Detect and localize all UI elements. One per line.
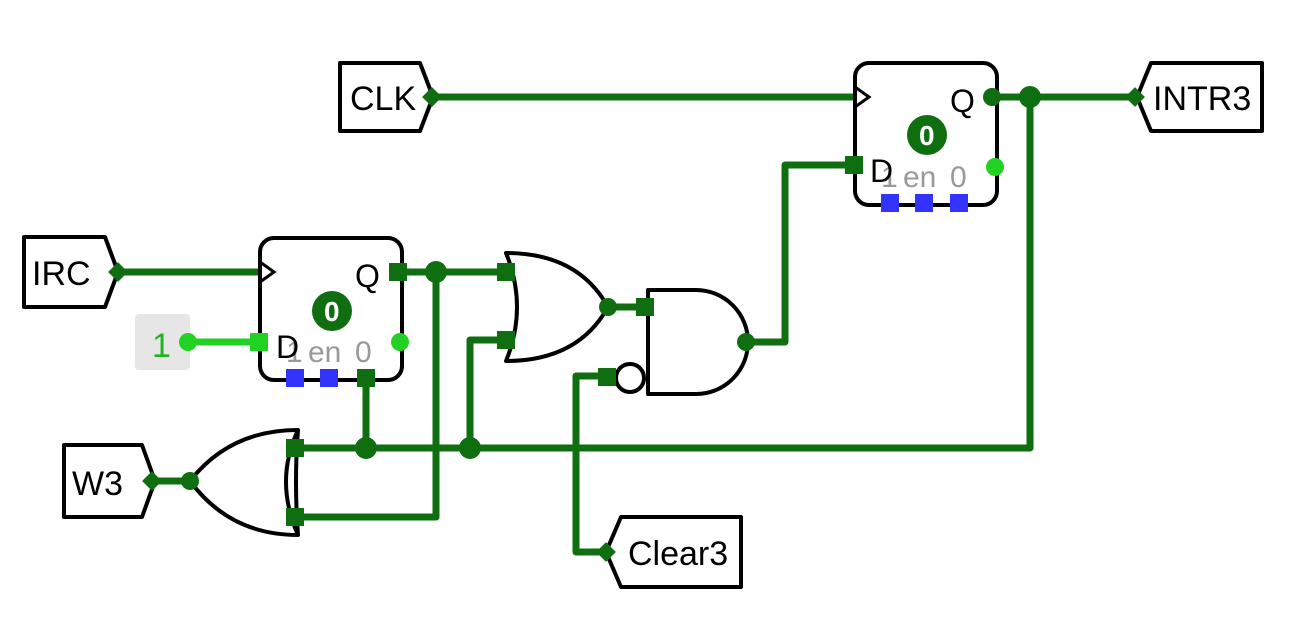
- ff1-reset-pin[interactable]: [320, 369, 338, 387]
- ff2-set-pin[interactable]: [881, 194, 899, 212]
- pin-w3-label: W3: [72, 465, 123, 503]
- wire-clear3[interactable]: [572, 372, 610, 556]
- or2-input-1-pin[interactable]: [286, 439, 304, 457]
- junction-intr3: [1019, 86, 1041, 108]
- ff2-one-label: 1: [881, 161, 898, 194]
- junction-feedback-2: [355, 437, 377, 459]
- wire-q1-to-or2[interactable]: [291, 268, 440, 521]
- constant-one[interactable]: 1: [135, 314, 197, 370]
- pin-clear3-label: Clear3: [628, 535, 728, 573]
- ff1-q-pin[interactable]: [389, 263, 407, 281]
- ff2-state: 0: [919, 120, 935, 151]
- ff1-q-label: Q: [355, 258, 380, 294]
- wire-and-to-d2[interactable]: [742, 161, 856, 346]
- ff1-state: 0: [324, 296, 340, 327]
- pin-clk[interactable]: CLK: [338, 61, 442, 133]
- d-flipflop-1[interactable]: Q 0 1 D en 0: [250, 236, 409, 387]
- ff2-q-label: Q: [950, 83, 975, 119]
- and-gate[interactable]: [598, 288, 755, 396]
- or1-input-1-pin[interactable]: [497, 263, 515, 281]
- ff1-zero-label: 0: [355, 336, 372, 369]
- ff2-d-pin[interactable]: [845, 156, 863, 174]
- pin-clk-label: CLK: [350, 80, 416, 118]
- junctions: [355, 86, 1041, 459]
- junction-feedback-1: [459, 437, 481, 459]
- ff1-state-indicator: [312, 291, 352, 331]
- pin-irc[interactable]: IRC: [22, 235, 128, 309]
- d-flipflop-2[interactable]: Q 0 1 D en 0: [845, 61, 1004, 212]
- and-invert-bubble: [614, 362, 646, 394]
- ff1-qbar-pin[interactable]: [391, 333, 409, 351]
- or-gate-1[interactable]: [497, 251, 617, 363]
- or1-output-pin[interactable]: [599, 298, 617, 316]
- ff1-d-label: D: [276, 329, 299, 365]
- ff2-qbar-pin[interactable]: [986, 158, 1004, 176]
- clock-triangle-icon: [854, 85, 872, 109]
- pin-intr3-label: INTR3: [1153, 80, 1251, 118]
- ff1-d-pin[interactable]: [250, 333, 268, 351]
- ff2-state-indicator: [907, 115, 947, 155]
- pin-irc-label: IRC: [32, 255, 91, 293]
- ff2-enable-pin[interactable]: [950, 194, 968, 212]
- or-gate-2[interactable]: [181, 428, 304, 537]
- or1-input-2-pin[interactable]: [497, 331, 515, 349]
- wire-feedback[interactable]: [291, 93, 1034, 452]
- ff1-enable-pin[interactable]: [357, 369, 375, 387]
- ff2-q-pin[interactable]: [983, 88, 1001, 106]
- clock-triangle-icon: [259, 260, 277, 284]
- ff2-en-label: en: [903, 161, 936, 194]
- pin-w3[interactable]: W3: [62, 443, 162, 519]
- ff2-d-label: D: [870, 153, 893, 189]
- pin-intr3[interactable]: INTR3: [1125, 61, 1264, 133]
- ff2-reset-pin[interactable]: [915, 194, 933, 212]
- ff1-set-pin[interactable]: [286, 369, 304, 387]
- wire-or1-in2[interactable]: [466, 336, 509, 452]
- ff1-one-label: 1: [286, 336, 303, 369]
- and-output-pin[interactable]: [737, 333, 755, 351]
- ff2-zero-label: 0: [950, 161, 967, 194]
- or2-output-pin[interactable]: [181, 472, 199, 490]
- and-input-1-pin[interactable]: [636, 298, 654, 316]
- or2-input-2-pin[interactable]: [286, 508, 304, 526]
- and-input-2-pin[interactable]: [598, 368, 616, 386]
- junction-q1: [425, 261, 447, 283]
- pin-clear3[interactable]: Clear3: [596, 515, 743, 589]
- constant-value: 1: [152, 327, 171, 365]
- ff1-en-label: en: [308, 336, 341, 369]
